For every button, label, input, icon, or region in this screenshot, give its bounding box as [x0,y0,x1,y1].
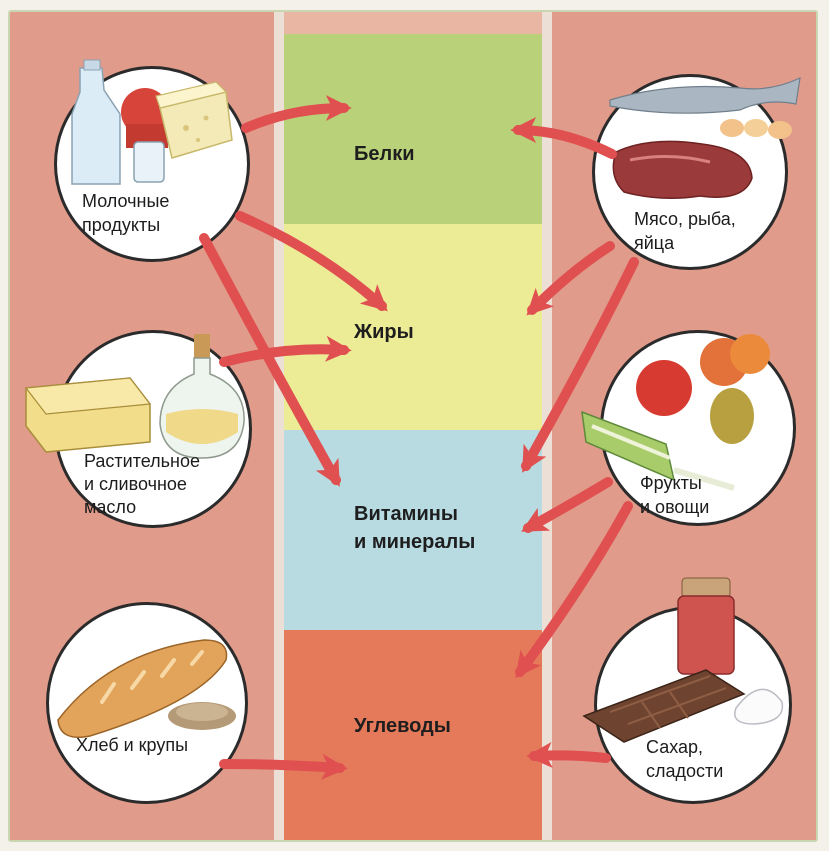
bread-grains-icon [58,640,236,737]
arrow-bread-to-carbs [224,764,340,768]
nutrient-label-vitamins-line1: Витамины [354,502,458,527]
food-label-oil-line2: и сливочное [84,473,187,496]
food-label-bread: Хлеб и крупы [76,734,188,757]
food-label-sugar-line1: Сахар, [646,736,703,759]
sugar-chocolate-jam-icon [584,578,782,742]
arrow-meat-to-fats [532,246,610,310]
arrow-fruits-to-vitamins [528,482,608,528]
arrow-dairy-to-fats [240,216,382,306]
food-label-sugar-line2: сладости [646,760,723,783]
arrow-meat-to-proteins [518,130,612,154]
fruits-vegetables-icon [582,334,770,488]
nutrient-label-proteins: Белки [354,142,415,167]
food-label-dairy-line1: Молочные [82,190,169,213]
nutrient-label-carbs: Углеводы [354,714,451,739]
arrow-oil-to-fats [224,349,344,362]
nutrition-diagram: Белки Жиры Витамины и минералы Углеводы … [8,10,818,842]
food-label-oil-line1: Растительное [84,450,200,473]
food-label-fruits-line2: и овощи [640,496,709,519]
arrow-dairy-to-proteins [246,108,344,128]
food-label-meat-line1: Мясо, рыба, [634,208,736,231]
food-label-fruits-line1: Фрукты [640,472,702,495]
food-label-oil-line3: масло [84,496,136,519]
nutrient-label-fats: Жиры [354,320,414,345]
butter-oil-bottle-icon [26,334,244,458]
food-label-meat-line2: яйца [634,232,674,255]
milk-bottle-cheese-icon [72,60,232,184]
meat-fish-eggs-icon [610,78,800,198]
food-label-dairy-line2: продукты [82,214,160,237]
nutrient-label-vitamins-line2: и минералы [354,530,475,555]
arrow-fruits-to-carbs [520,506,628,672]
arrow-sugar-to-carbs [534,755,606,758]
